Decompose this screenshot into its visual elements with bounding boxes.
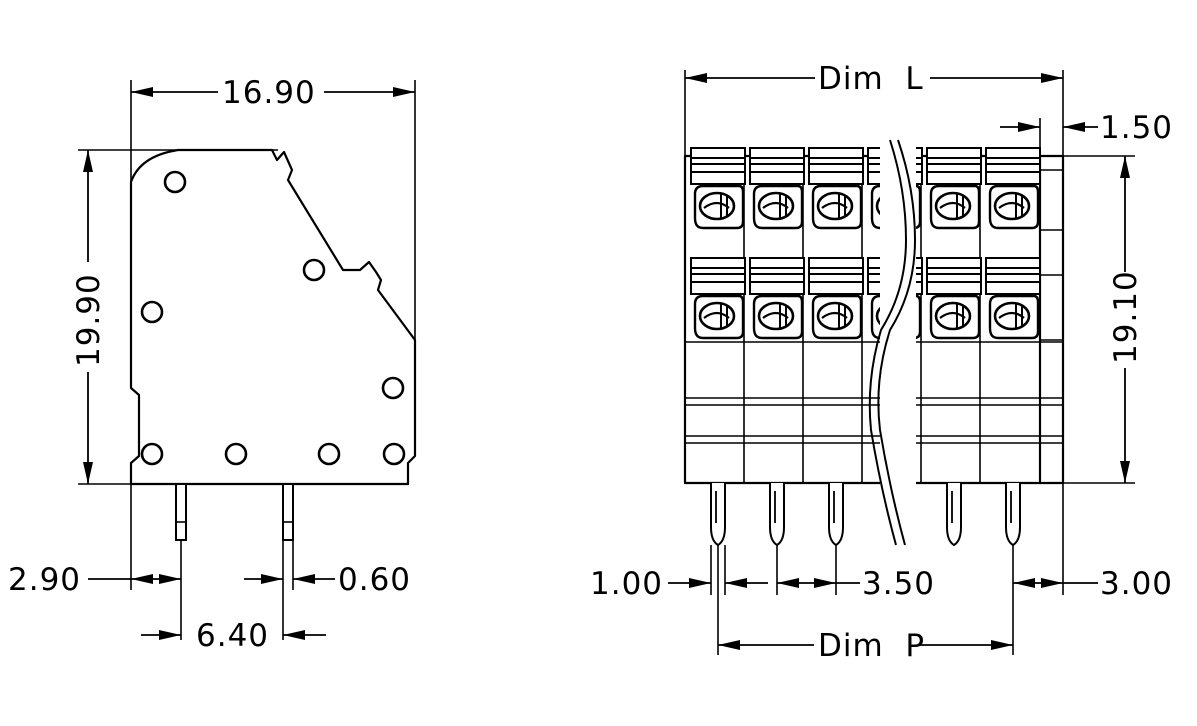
dim-pin-thickness-label: 0.60: [338, 562, 411, 598]
dim-pin-width-label: 1.00: [590, 566, 663, 602]
side-pin: [175, 483, 187, 541]
side-body-outline: [129, 148, 417, 486]
side-hole: [381, 376, 405, 400]
dim-pin-offset-label: 2.90: [8, 562, 81, 598]
break-line: [868, 139, 917, 550]
dim-end-spacing-label: 3.00: [1100, 566, 1173, 602]
side-hole: [224, 442, 248, 466]
clamp-row-top: [689, 146, 1042, 230]
side-view: 16.90 19.90 2.90 0.60 6.40: [8, 75, 417, 654]
dim-pitch-label: 3.50: [862, 566, 935, 602]
dim-end-offset-label: 1.50: [1100, 110, 1173, 146]
dim-pin-span-label: Dim P: [818, 628, 925, 664]
dim-length-label: Dim L: [818, 61, 924, 97]
dim-pin-pitch-label: 6.40: [196, 618, 269, 654]
front-pins: [710, 482, 1021, 546]
side-pin: [282, 483, 294, 541]
side-hole: [302, 258, 326, 282]
front-view: Dim L 1.50 19.10 1.00 3.50: [590, 61, 1173, 664]
side-hole: [382, 442, 406, 466]
side-hole: [317, 442, 341, 466]
dim-width-label: 16.90: [222, 75, 316, 111]
clamp-row-bottom: [689, 256, 1042, 340]
side-hole: [140, 442, 164, 466]
side-hole: [140, 300, 164, 324]
dim-front-height-label: 19.10: [1108, 270, 1144, 364]
dim-height-label: 19.90: [71, 273, 107, 367]
side-hole: [163, 170, 187, 194]
